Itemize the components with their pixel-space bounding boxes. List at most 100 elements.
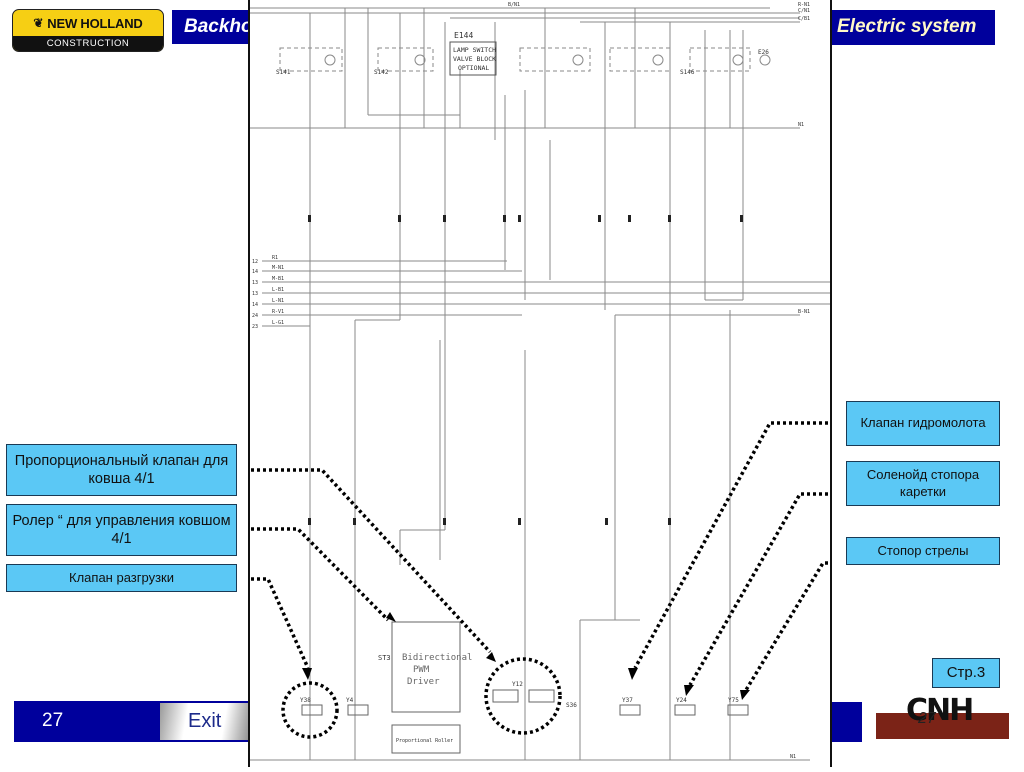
connector: [598, 215, 601, 222]
wire-label: C/N1: [798, 8, 810, 14]
callout-proportional-valve: Пропорциональный клапан для ковша 4/1: [6, 444, 237, 496]
driver-line: Bidirectional: [402, 653, 472, 663]
driver-line: Driver: [407, 677, 440, 687]
connector: [443, 215, 446, 222]
wire-num: 23: [252, 324, 258, 330]
connector: [518, 215, 521, 222]
valve-coil: [727, 704, 749, 716]
arrowhead: [740, 690, 750, 700]
valve-label: Y24: [676, 697, 687, 704]
connector: [398, 215, 401, 222]
switch-frame: [609, 47, 671, 72]
wire-num: 12: [252, 259, 258, 265]
leaf-emblem-icon: ❦: [33, 16, 44, 30]
leader-line: [239, 527, 390, 622]
logo-brand: NEW HOLLAND: [47, 15, 143, 31]
leader-line: [239, 468, 492, 654]
leader-line: [633, 421, 846, 669]
wire-label: B/N1: [508, 2, 520, 8]
connector: [518, 518, 521, 525]
roller-label: Proportional Roller: [396, 738, 453, 744]
leader-line: [239, 577, 310, 669]
lamp-switch-box: [449, 41, 497, 76]
valve-label: Y37: [622, 697, 633, 704]
wire-label: N1: [790, 754, 796, 760]
connector: [668, 215, 671, 222]
highlight-circle: [281, 681, 339, 739]
highlight-circle: [484, 657, 562, 735]
lamp-switch-line: LAMP SWITCH: [453, 46, 496, 54]
valve-coil: [301, 704, 323, 716]
valve-label: Y38: [300, 697, 311, 704]
lamp-symbol: [324, 54, 336, 66]
wire-label: R-V1: [272, 309, 284, 315]
lamp-switch-line: VALVE BLOCK: [453, 55, 496, 63]
header-title-right: Electric system: [827, 10, 995, 45]
wire-label: C/B1: [798, 16, 810, 22]
valve-label: Y75: [728, 697, 739, 704]
lamp-symbol: [572, 54, 584, 66]
wire-num: 13: [252, 291, 258, 297]
wiring-schematic: E144 LAMP SWITCH VALVE BLOCK OPTIONAL S1…: [239, 0, 846, 767]
page-link-button[interactable]: Стр.3: [932, 658, 1000, 688]
connector: [605, 518, 608, 525]
wire-label: L-B1: [272, 287, 284, 293]
callout-unload-valve: Клапан разгрузки: [6, 564, 237, 592]
lamp-symbol: [759, 54, 771, 66]
connector: [308, 518, 311, 525]
switch-frame: [689, 47, 751, 72]
wire-num: 14: [252, 302, 258, 308]
page-number: 27: [42, 710, 64, 731]
lamp-switch-line: OPTIONAL: [458, 64, 489, 72]
leader-line: [744, 561, 846, 691]
switch-frame: [519, 47, 591, 72]
cnh-logo: CNH: [906, 693, 974, 728]
lamp-symbol: [414, 54, 426, 66]
valve-coil: [347, 704, 369, 716]
exit-button[interactable]: Exit: [160, 703, 250, 740]
wire-label: N1: [798, 122, 804, 128]
arrowhead: [302, 668, 312, 680]
valve-coil: [492, 689, 519, 703]
cnh-logo-bar: [876, 713, 1009, 739]
valve-coil: [528, 689, 555, 703]
valve-label: Y4: [346, 697, 354, 704]
connector: [628, 215, 631, 222]
valve-label: Y12: [512, 681, 523, 688]
wire-label: R-N1: [798, 2, 810, 8]
switch-label: S146: [680, 69, 695, 76]
header-title-left: Backhoe: [172, 10, 252, 44]
arrowhead: [386, 612, 396, 622]
lamp-symbol: [652, 54, 664, 66]
switch-frame: [279, 47, 343, 72]
callout-hammer-valve: Клапан гидромолота: [846, 401, 1000, 446]
driver-line: PWM: [413, 665, 430, 675]
footer-bar-right: [831, 702, 862, 742]
arrowhead: [684, 685, 694, 696]
connector: [308, 215, 311, 222]
switch-label: S141: [276, 69, 291, 76]
driver-id: ST3: [378, 654, 391, 662]
connector: [503, 215, 506, 222]
wire-num: 13: [252, 280, 258, 286]
schematic-drawing: E144 LAMP SWITCH VALVE BLOCK OPTIONAL S1…: [239, 2, 846, 761]
leader-line: [688, 492, 846, 686]
connector: [353, 518, 356, 525]
wire-num: 24: [252, 313, 258, 319]
callout-roller: Ролер “ для управления ковшом 4/1: [6, 504, 237, 556]
switch-label: S142: [374, 69, 389, 76]
connector: [443, 518, 446, 525]
lamp-switch-id: E144: [454, 31, 473, 40]
wire-num: 14: [252, 269, 258, 275]
valve-coil: [674, 704, 696, 716]
valve-coil: [619, 704, 641, 716]
connector: [740, 215, 743, 222]
switch-frame: [377, 47, 434, 72]
wire-label: M-B1: [272, 276, 284, 282]
callout-boom-lock: Стопор стрелы: [846, 537, 1000, 565]
lamp-symbol: [732, 54, 744, 66]
wire-label: R1: [272, 255, 278, 261]
wire-label: M-N1: [272, 265, 284, 271]
logo-sub: CONSTRUCTION: [13, 36, 163, 51]
wire-label: L-N1: [272, 298, 284, 304]
